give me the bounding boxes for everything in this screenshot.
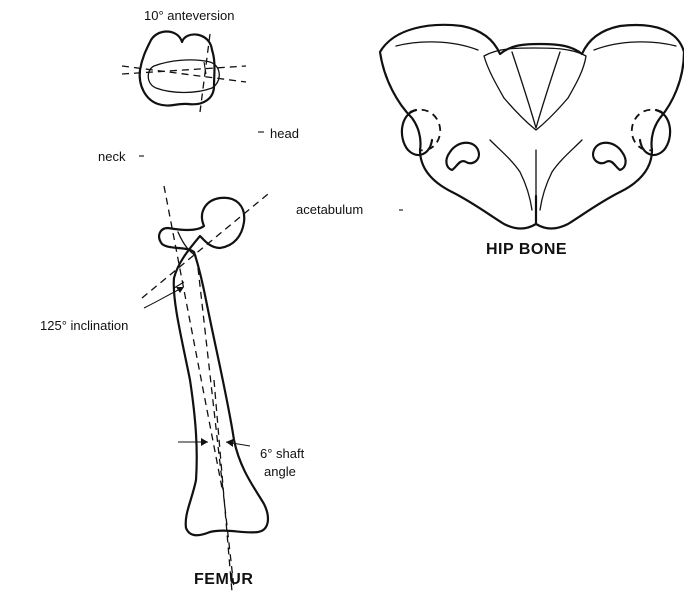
right-acetabulum: [640, 110, 670, 155]
anteversion-label: 10° anteversion: [144, 8, 234, 23]
head-label: head: [270, 126, 299, 141]
shaft-angle-arrowhead-right: [226, 439, 233, 447]
left-obturator-foramen: [446, 143, 479, 170]
shaft-angle-label-line1: 6° shaft: [260, 446, 304, 461]
left-femoral-head-outline: [410, 110, 440, 151]
sacrum-outline: [484, 48, 586, 130]
femur-front-view: [142, 186, 268, 592]
hip-bone-title: HIP BONE: [486, 241, 567, 259]
left-pubic-ramus: [490, 140, 532, 210]
mechanical-axis-line: [198, 268, 234, 588]
hip-bone: [380, 25, 684, 229]
right-iliac-crest: [594, 42, 676, 50]
neck-label: neck: [98, 149, 125, 164]
neck-axis-line: [142, 194, 268, 298]
acetabulum-label: acetabulum: [296, 202, 363, 217]
femur-top-view-neck: [148, 60, 219, 93]
right-obturator-foramen: [593, 143, 626, 170]
shaft-angle-arrowhead-left: [201, 438, 208, 446]
left-iliac-crest: [396, 42, 478, 50]
right-femoral-head-outline: [632, 110, 662, 151]
inclination-label: 125° inclination: [40, 318, 128, 333]
right-pubic-ramus: [540, 140, 582, 210]
femur-top-view: [122, 32, 246, 113]
left-acetabulum: [402, 110, 432, 155]
femur-title: FEMUR: [194, 571, 253, 589]
shaft-angle-label-line2: angle: [264, 464, 296, 479]
sacrum-inner-line: [512, 52, 560, 128]
